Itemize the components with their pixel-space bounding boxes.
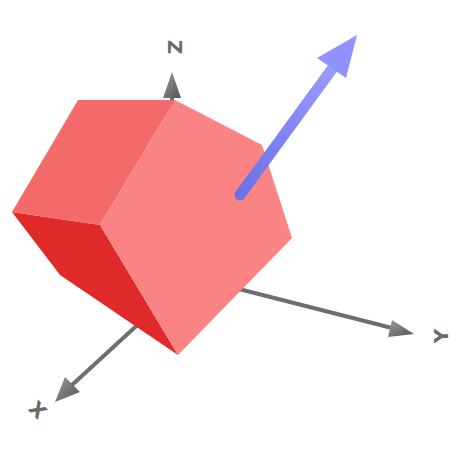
vector-arrow (240, 65, 335, 195)
axis-label: X (25, 397, 50, 422)
cube (12, 100, 292, 355)
z-arrowhead (163, 72, 181, 98)
x-arrowhead (55, 377, 80, 402)
axis-label: Z (165, 40, 185, 55)
y-arrowhead (388, 320, 414, 337)
vector-arrowhead (317, 35, 357, 78)
x-axis (72, 318, 145, 385)
axis-label: Y (431, 329, 451, 343)
y-axis (235, 288, 392, 328)
